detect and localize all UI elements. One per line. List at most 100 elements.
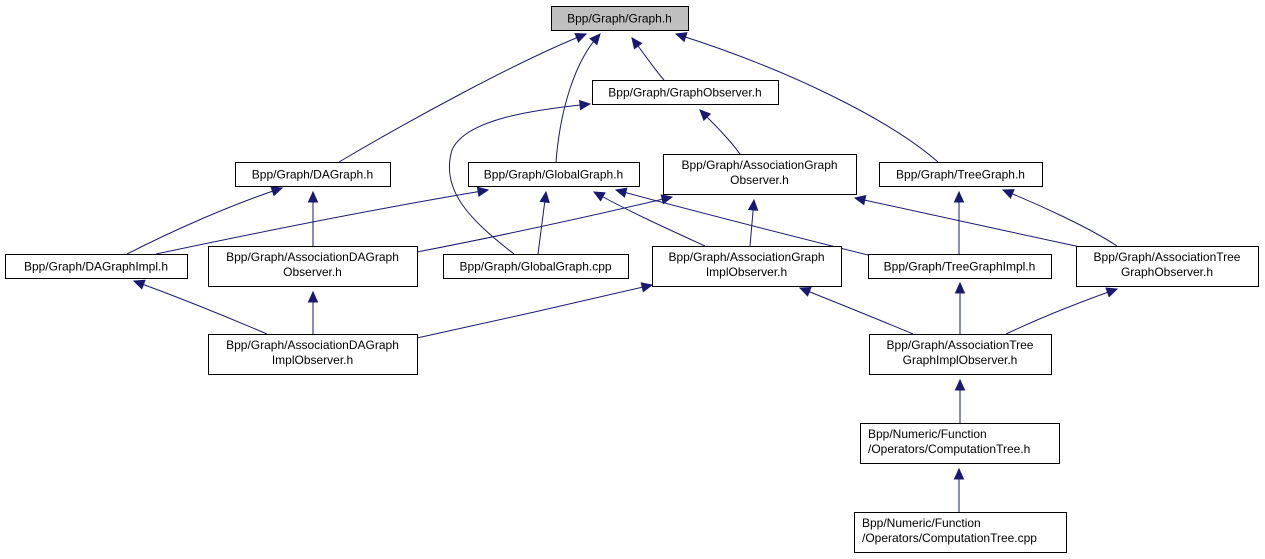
edge-assocgraphimplobs_h-to-assocgraphobs_h	[747, 198, 759, 247]
node-label: Bpp/Graph/AssociationTree	[1094, 250, 1241, 264]
node-box[interactable]	[868, 254, 1052, 279]
node-label: Observer.h	[283, 265, 342, 279]
edge-line	[593, 191, 706, 247]
edge-assoctreegraphimplobs_h-to-assocgraphimplobs_h	[798, 287, 914, 335]
edge-assoctreegraphobs_h-to-treegraph_h	[1001, 189, 1118, 247]
arrowhead-icon	[631, 37, 643, 50]
node-label: Bpp/Graph/TreeGraph.h	[896, 168, 1025, 182]
edge-assocdagraphimplobs_h-to-assocgraphimplobs_h	[416, 282, 654, 339]
node-label: /Operators/ComputationTree.h	[868, 442, 1030, 456]
edge-assocdagraphimplobs_h-to-dagraphimpl_h	[132, 279, 268, 335]
node-box[interactable]	[443, 254, 629, 279]
node-label: Bpp/Graph/AssociationDAGraph	[226, 250, 399, 264]
arrowhead-icon	[1001, 189, 1015, 199]
edge-comptree_h-to-assoctreegraphimplobs_h	[954, 378, 966, 423]
edge-assoctreegraphimplobs_h-to-treegraphimpl_h	[954, 281, 966, 334]
node-box[interactable]	[652, 246, 842, 287]
edge-assocdagraphobs_h-to-dagraph_h	[307, 190, 319, 246]
node-box[interactable]	[1076, 246, 1259, 287]
arrowhead-icon	[954, 378, 966, 391]
node-dagraphimpl-h[interactable]: Bpp/Graph/DAGraphImpl.h	[5, 254, 188, 279]
edge-dagraphimpl_h-to-dagraph_h	[126, 186, 284, 255]
edge-line	[133, 280, 268, 335]
node-treegraph-h[interactable]: Bpp/Graph/TreeGraph.h	[879, 162, 1043, 187]
edge-line	[854, 197, 1086, 249]
node-box[interactable]	[663, 154, 857, 195]
node-box[interactable]	[860, 423, 1060, 464]
node-label: Bpp/Numeric/Function	[868, 427, 987, 441]
node-box[interactable]	[5, 254, 188, 279]
arrowhead-icon	[307, 190, 319, 203]
node-assocdagraphimplobs-h[interactable]: Bpp/Graph/AssociationDAGraphImplObserver…	[208, 334, 418, 375]
edge-treegraph_h-to-graph_h	[674, 32, 939, 163]
arrowhead-icon	[574, 33, 588, 43]
arrowhead-icon	[953, 467, 965, 480]
edge-line	[675, 33, 939, 163]
node-label: Bpp/Graph/Graph.h	[567, 12, 672, 26]
node-label: /Operators/ComputationTree.cpp	[862, 531, 1037, 545]
node-graphobserver-h[interactable]: Bpp/Graph/GraphObserver.h	[592, 80, 779, 105]
node-globalgraph-cpp[interactable]: Bpp/Graph/GlobalGraph.cpp	[443, 254, 629, 279]
node-box[interactable]	[592, 80, 779, 105]
arrowhead-icon	[539, 190, 550, 204]
node-box[interactable]	[551, 6, 689, 31]
edge-line	[448, 103, 591, 255]
node-treegraphimpl-h[interactable]: Bpp/Graph/TreeGraphImpl.h	[868, 254, 1052, 279]
nodes-layer: Bpp/Graph/Graph.hBpp/Graph/GraphObserver…	[5, 6, 1259, 553]
arrowhead-icon	[640, 282, 654, 293]
edge-line	[555, 33, 601, 163]
edge-line	[1005, 288, 1118, 335]
node-dagraph-h[interactable]: Bpp/Graph/DAGraph.h	[235, 162, 391, 187]
node-label: Bpp/Graph/GraphObserver.h	[608, 86, 761, 100]
node-graph-h[interactable]: Bpp/Graph/Graph.h	[551, 6, 689, 31]
node-comptree-cpp[interactable]: Bpp/Numeric/Function/Operators/Computati…	[854, 512, 1067, 553]
edge-dagraphimpl_h-to-globalgraph_h	[155, 186, 490, 255]
edge-line	[416, 284, 653, 339]
edge-line	[155, 189, 489, 255]
node-box[interactable]	[235, 162, 391, 187]
arrowhead-icon	[853, 195, 867, 206]
arrowhead-icon	[307, 290, 319, 303]
node-comptree-h[interactable]: Bpp/Numeric/Function/Operators/Computati…	[860, 423, 1060, 464]
node-assoctreegraphimplobs-h[interactable]: Bpp/Graph/AssociationTreeGraphImplObserv…	[869, 334, 1052, 375]
arrowhead-icon	[798, 287, 812, 297]
node-box[interactable]	[879, 162, 1043, 187]
arrowhead-icon	[579, 99, 592, 111]
edge-line	[1002, 189, 1118, 247]
arrowhead-icon	[954, 281, 966, 294]
node-label: Bpp/Graph/DAGraphImpl.h	[24, 260, 168, 274]
arrowhead-icon	[614, 187, 628, 198]
node-box[interactable]	[869, 334, 1052, 375]
node-box[interactable]	[468, 162, 640, 187]
edge-dagraph_h-to-graph_h	[338, 33, 588, 163]
arrowhead-icon	[674, 32, 688, 43]
node-globalgraph-h[interactable]: Bpp/Graph/GlobalGraph.h	[468, 162, 640, 187]
arrowhead-icon	[1105, 287, 1119, 298]
node-box[interactable]	[208, 334, 418, 375]
edge-assocdagraphobs_h-to-assocgraphobs_h	[416, 194, 674, 253]
edge-comptree_cpp-to-comptree_h	[953, 467, 965, 512]
edge-line	[416, 196, 673, 253]
edge-treegraphimpl_h-to-globalgraph_h	[614, 187, 877, 258]
node-box[interactable]	[854, 512, 1067, 553]
arrowhead-icon	[132, 279, 146, 290]
node-label: GraphImplObserver.h	[903, 353, 1018, 367]
edge-line	[799, 287, 914, 335]
node-label: Bpp/Graph/AssociationDAGraph	[226, 338, 399, 352]
edge-globalgraph_cpp-to-globalgraph_h	[537, 190, 550, 255]
node-label: GraphObserver.h	[1121, 265, 1213, 279]
edges-layer	[126, 32, 1119, 512]
arrowhead-icon	[660, 194, 674, 205]
edge-assocgraphimplobs_h-to-globalgraph_h	[592, 191, 706, 247]
edge-line	[126, 187, 283, 255]
arrowhead-icon	[699, 109, 712, 122]
node-box[interactable]	[208, 246, 418, 287]
edge-globalgraph_cpp-to-graphobserver_h	[448, 99, 592, 255]
edge-assoctreegraphimplobs_h-to-assoctreegraphobs_h	[1005, 287, 1119, 335]
edge-line	[615, 189, 877, 258]
